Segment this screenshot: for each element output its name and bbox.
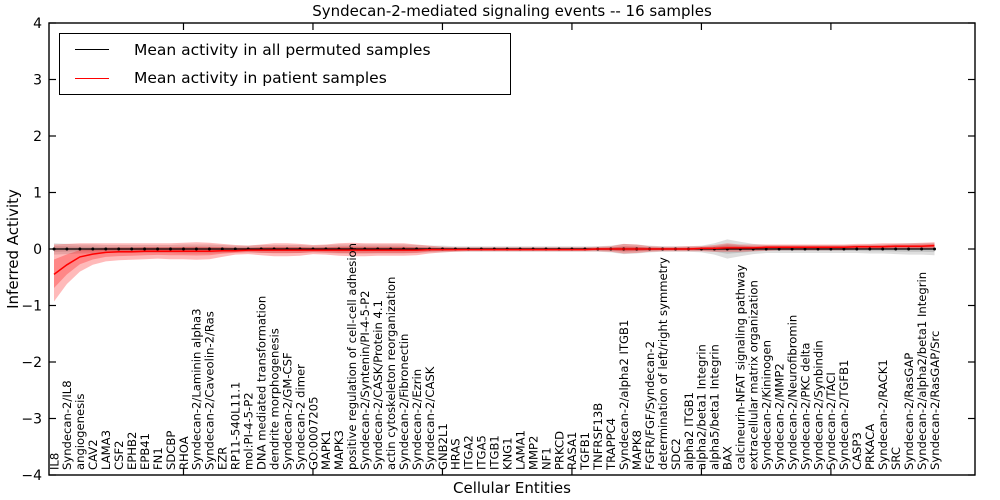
y-tick-label: 4 — [33, 16, 42, 32]
svg-text:Syndecan-2/RasGAP/Src: Syndecan-2/RasGAP/Src — [928, 331, 942, 470]
svg-text:determination of left/right sy: determination of left/right symmetry — [656, 257, 670, 470]
svg-text:alpha5/beta1 Integrin: alpha5/beta1 Integrin — [708, 344, 722, 470]
svg-text:positive regulation of cell-ce: positive regulation of cell-cell adhesio… — [345, 243, 359, 470]
svg-text:CASP3: CASP3 — [850, 432, 864, 470]
svg-text:mol:PI-4-5-P2: mol:PI-4-5-P2 — [242, 392, 256, 470]
svg-text:alpha2 ITGB1: alpha2 ITGB1 — [682, 392, 696, 470]
svg-text:actin cytoskeleton reorganizat: actin cytoskeleton reorganization — [384, 277, 398, 470]
svg-text:RP11-540L11.1: RP11-540L11.1 — [229, 382, 243, 470]
legend-label: Mean activity in all permuted samples — [134, 40, 431, 59]
svg-text:LAMA3: LAMA3 — [99, 430, 113, 470]
svg-text:Syndecan-2/Caveolin-2/Ras: Syndecan-2/Caveolin-2/Ras — [203, 311, 217, 470]
svg-text:EZR: EZR — [216, 447, 230, 470]
svg-text:Syndecan-2/PKC delta: Syndecan-2/PKC delta — [798, 343, 812, 470]
svg-text:BAX: BAX — [721, 446, 735, 470]
svg-text:PRKACA: PRKACA — [863, 424, 877, 470]
legend: Mean activity in all permuted samples Me… — [59, 33, 511, 95]
svg-text:NF1: NF1 — [539, 447, 553, 470]
svg-text:FN1: FN1 — [151, 447, 165, 470]
svg-text:HRAS: HRAS — [449, 438, 463, 470]
svg-text:Syndecan-2/GM-CSF: Syndecan-2/GM-CSF — [280, 352, 294, 470]
patient-mean-line — [53, 244, 935, 276]
svg-text:MAPK3: MAPK3 — [332, 430, 346, 470]
svg-text:SRC: SRC — [889, 447, 903, 470]
svg-text:Syndecan-2/MMP2: Syndecan-2/MMP2 — [772, 363, 786, 470]
svg-text:Syndecan-2/Neurofibromin: Syndecan-2/Neurofibromin — [785, 315, 799, 470]
svg-text:Syndecan-2/TACI: Syndecan-2/TACI — [824, 372, 838, 470]
svg-text:ITGB1: ITGB1 — [488, 435, 502, 470]
svg-text:extracellular matrix organizat: extracellular matrix organization — [747, 280, 761, 470]
svg-text:dendrite morphogenesis: dendrite morphogenesis — [267, 328, 281, 470]
svg-text:GNB2L1: GNB2L1 — [436, 423, 450, 470]
svg-text:Syndecan-2/Kininogen: Syndecan-2/Kininogen — [759, 340, 773, 470]
legend-entry: Mean activity in all permuted samples — [60, 37, 510, 63]
svg-text:CAV2: CAV2 — [86, 439, 100, 470]
svg-text:DNA mediated transformation: DNA mediated transformation — [254, 296, 268, 470]
svg-text:EPB41: EPB41 — [138, 433, 152, 470]
x-tick-labels: IL8Syndecan-2/IL8angiogenesisCAV2LAMA3CS… — [47, 243, 942, 471]
svg-text:MAPK1: MAPK1 — [319, 430, 333, 470]
svg-text:PRKCD: PRKCD — [552, 431, 566, 470]
svg-text:TGFB1: TGFB1 — [578, 432, 592, 471]
x-axis-label: Cellular Entities — [453, 479, 571, 497]
y-tick-label: −4 — [21, 468, 42, 484]
legend-line-patient — [75, 77, 109, 79]
svg-text:Syndecan-2/RasGAP: Syndecan-2/RasGAP — [902, 353, 916, 470]
svg-text:TRAPPC4: TRAPPC4 — [604, 418, 618, 471]
svg-text:Syndecan-2/Laminin alpha3: Syndecan-2/Laminin alpha3 — [190, 308, 204, 470]
y-tick-label: 0 — [33, 242, 42, 258]
svg-text:angiogenesis: angiogenesis — [73, 394, 87, 470]
svg-text:Syndecan-2/alpha2/beta1 Integr: Syndecan-2/alpha2/beta1 Integrin — [915, 272, 929, 470]
y-axis-label: Inferred Activity — [4, 189, 22, 309]
legend-label: Mean activity in patient samples — [134, 69, 387, 88]
tick-marks: −4 −3 −2 −1 0 1 2 3 4 — [21, 16, 975, 484]
svg-text:Syndecan-2/IL8: Syndecan-2/IL8 — [60, 380, 74, 470]
svg-text:Syndecan-2/Synbindin: Syndecan-2/Synbindin — [811, 340, 825, 470]
svg-text:IL8: IL8 — [47, 453, 61, 470]
svg-text:LAMA1: LAMA1 — [513, 430, 527, 470]
y-tick-label: −1 — [21, 299, 42, 315]
y-tick-label: 1 — [33, 186, 42, 202]
svg-text:MAPK8: MAPK8 — [630, 430, 644, 470]
y-tick-label: 2 — [33, 129, 42, 145]
svg-text:ITGA2: ITGA2 — [462, 435, 476, 470]
svg-text:Syndecan-2/Fibronectin: Syndecan-2/Fibronectin — [397, 334, 411, 470]
y-tick-label: −3 — [21, 412, 42, 428]
svg-text:Syndecan-2/Ezrin: Syndecan-2/Ezrin — [410, 369, 424, 470]
legend-line-permuted — [75, 49, 109, 51]
svg-text:CSF2: CSF2 — [112, 441, 126, 471]
y-tick-label: −2 — [21, 355, 42, 371]
svg-text:SDCBP: SDCBP — [164, 431, 178, 470]
svg-text:TNFRSF13B: TNFRSF13B — [591, 403, 605, 471]
svg-text:Syndecan-2/TGFB1: Syndecan-2/TGFB1 — [837, 360, 851, 470]
svg-text:EPHB2: EPHB2 — [125, 432, 139, 470]
svg-text:Syndecan-2 dimer: Syndecan-2 dimer — [293, 364, 307, 470]
svg-text:Syndecan-2/Syntenin/PI-4-5-P2: Syndecan-2/Syntenin/PI-4-5-P2 — [358, 290, 372, 470]
svg-text:alpha2/beta1 Integrin: alpha2/beta1 Integrin — [695, 344, 709, 470]
legend-entry: Mean activity in patient samples — [60, 65, 510, 91]
svg-text:KNG1: KNG1 — [500, 437, 514, 470]
y-tick-label: 3 — [33, 73, 42, 89]
svg-text:MMP2: MMP2 — [526, 436, 540, 470]
svg-text:calcineurin-NFAT signaling pat: calcineurin-NFAT signaling pathway — [734, 264, 748, 470]
svg-text:Syndecan-2/CASK: Syndecan-2/CASK — [423, 366, 437, 470]
svg-text:GO:0007205: GO:0007205 — [306, 397, 320, 470]
svg-text:RASA1: RASA1 — [565, 432, 579, 470]
svg-text:FGFR/FGF/Syndecan-2: FGFR/FGF/Syndecan-2 — [643, 341, 657, 470]
svg-text:Syndecan-2/alpha2 ITGB1: Syndecan-2/alpha2 ITGB1 — [617, 320, 631, 470]
svg-text:ITGA5: ITGA5 — [475, 435, 489, 470]
svg-text:SDC2: SDC2 — [669, 438, 683, 470]
svg-text:Syndecan-2/CASK/Protein 4.1: Syndecan-2/CASK/Protein 4.1 — [371, 300, 385, 470]
svg-text:RHOA: RHOA — [177, 436, 191, 470]
chart-title: Syndecan-2-mediated signaling events -- … — [312, 2, 712, 20]
svg-text:Syndecan-2/RACK1: Syndecan-2/RACK1 — [876, 359, 890, 470]
